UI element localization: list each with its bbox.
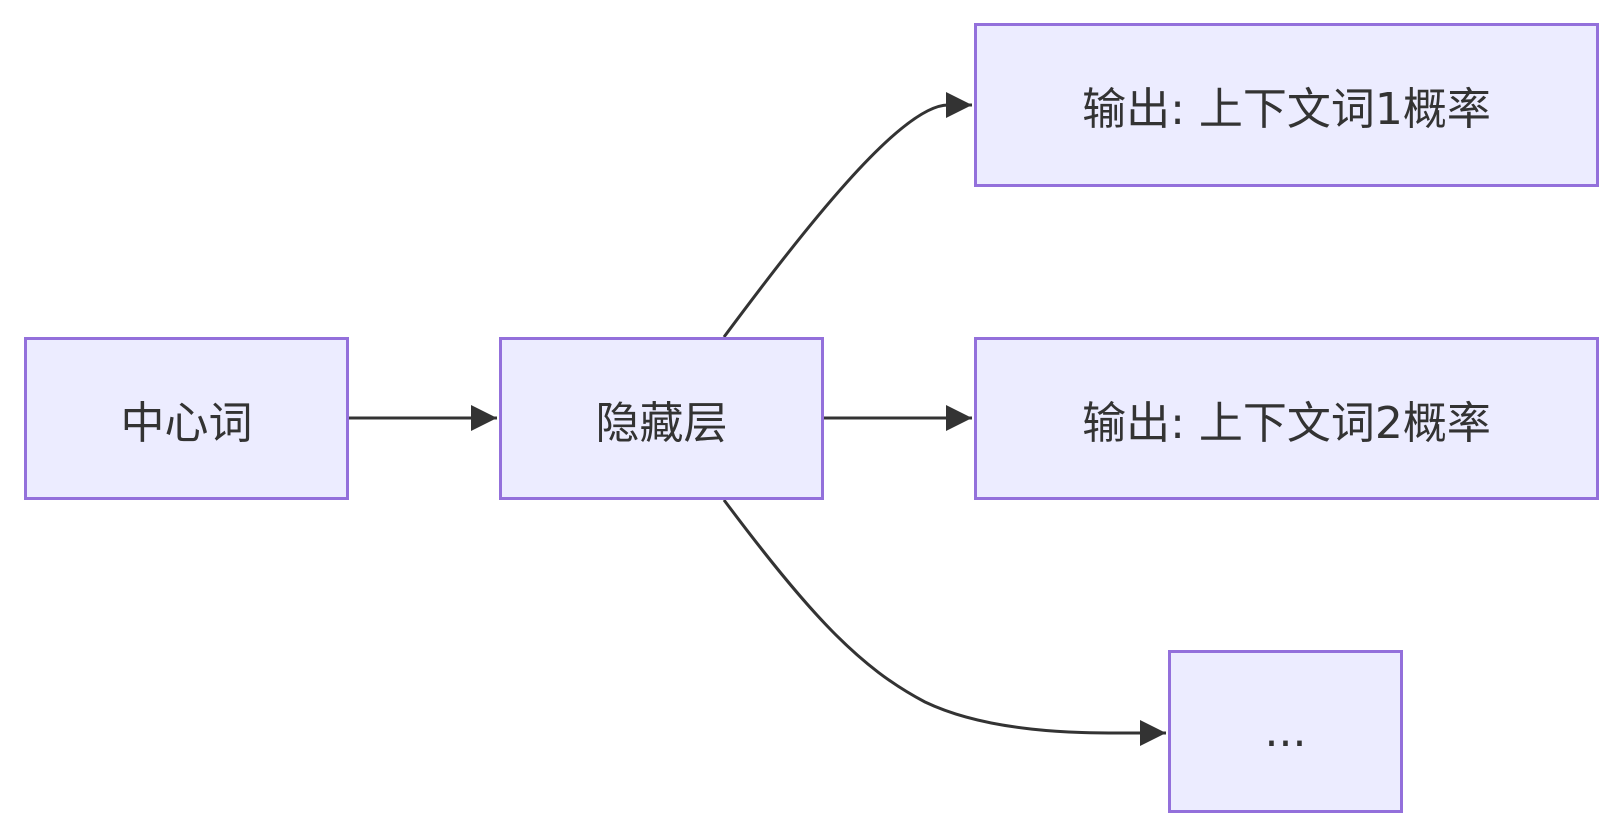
ellipsis-label: ... (1264, 706, 1307, 757)
center-word-label: 中心词 (120, 397, 253, 449)
output-context-word-2-node: 输出: 上下文词2概率 (974, 337, 1599, 500)
edge-hidden-to-ellipsis (722, 499, 1166, 746)
edge-hidden-to-output1 (722, 92, 972, 338)
hidden-layer-label: 隐藏层 (595, 397, 728, 449)
output-context-word-2-label: 输出: 上下文词2概率 (1082, 397, 1491, 449)
output-context-word-1-node: 输出: 上下文词1概率 (974, 23, 1599, 187)
center-word-node: 中心词 (24, 337, 349, 500)
ellipsis-node: ... (1168, 650, 1403, 813)
output-context-word-1-label: 输出: 上下文词1概率 (1082, 84, 1491, 135)
hidden-layer-node: 隐藏层 (499, 337, 824, 500)
